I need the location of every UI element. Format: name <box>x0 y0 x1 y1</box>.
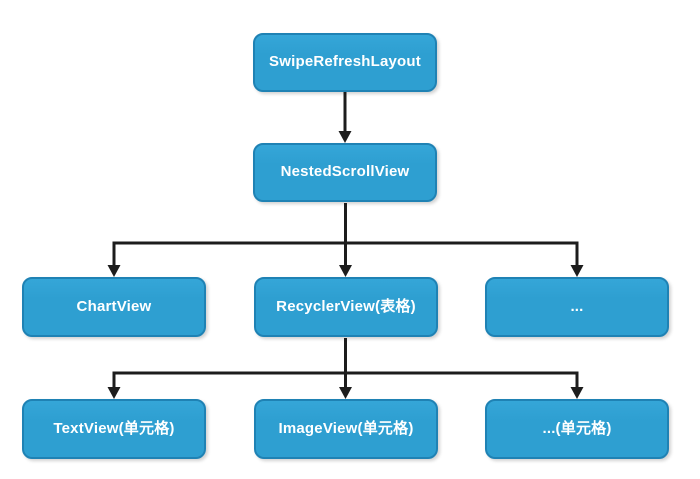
node-imageview-cell: ImageView(单元格) <box>254 399 438 459</box>
arrow-recycler-to-cells <box>107 338 584 399</box>
node-label: ImageView(单元格) <box>278 419 414 437</box>
node-label: ChartView <box>76 297 152 315</box>
node-chartview: ChartView <box>22 277 206 337</box>
node-more-view: ... <box>485 277 669 337</box>
node-label: ... <box>570 297 584 315</box>
node-label: ...(单元格) <box>542 419 612 437</box>
node-label: TextView(单元格) <box>53 419 175 437</box>
node-nestedscrollview: NestedScrollView <box>253 143 437 202</box>
arrow-swipe-to-nested <box>338 92 352 143</box>
node-recyclerview: RecyclerView(表格) <box>254 277 438 337</box>
node-swiperefreshlayout: SwipeRefreshLayout <box>253 33 437 92</box>
node-label: NestedScrollView <box>280 163 410 181</box>
node-textview-cell: TextView(单元格) <box>22 399 206 459</box>
arrow-nested-to-children <box>107 203 584 277</box>
node-label: SwipeRefreshLayout <box>269 53 421 71</box>
node-label: RecyclerView(表格) <box>276 297 416 315</box>
node-more-cell: ...(单元格) <box>485 399 669 459</box>
